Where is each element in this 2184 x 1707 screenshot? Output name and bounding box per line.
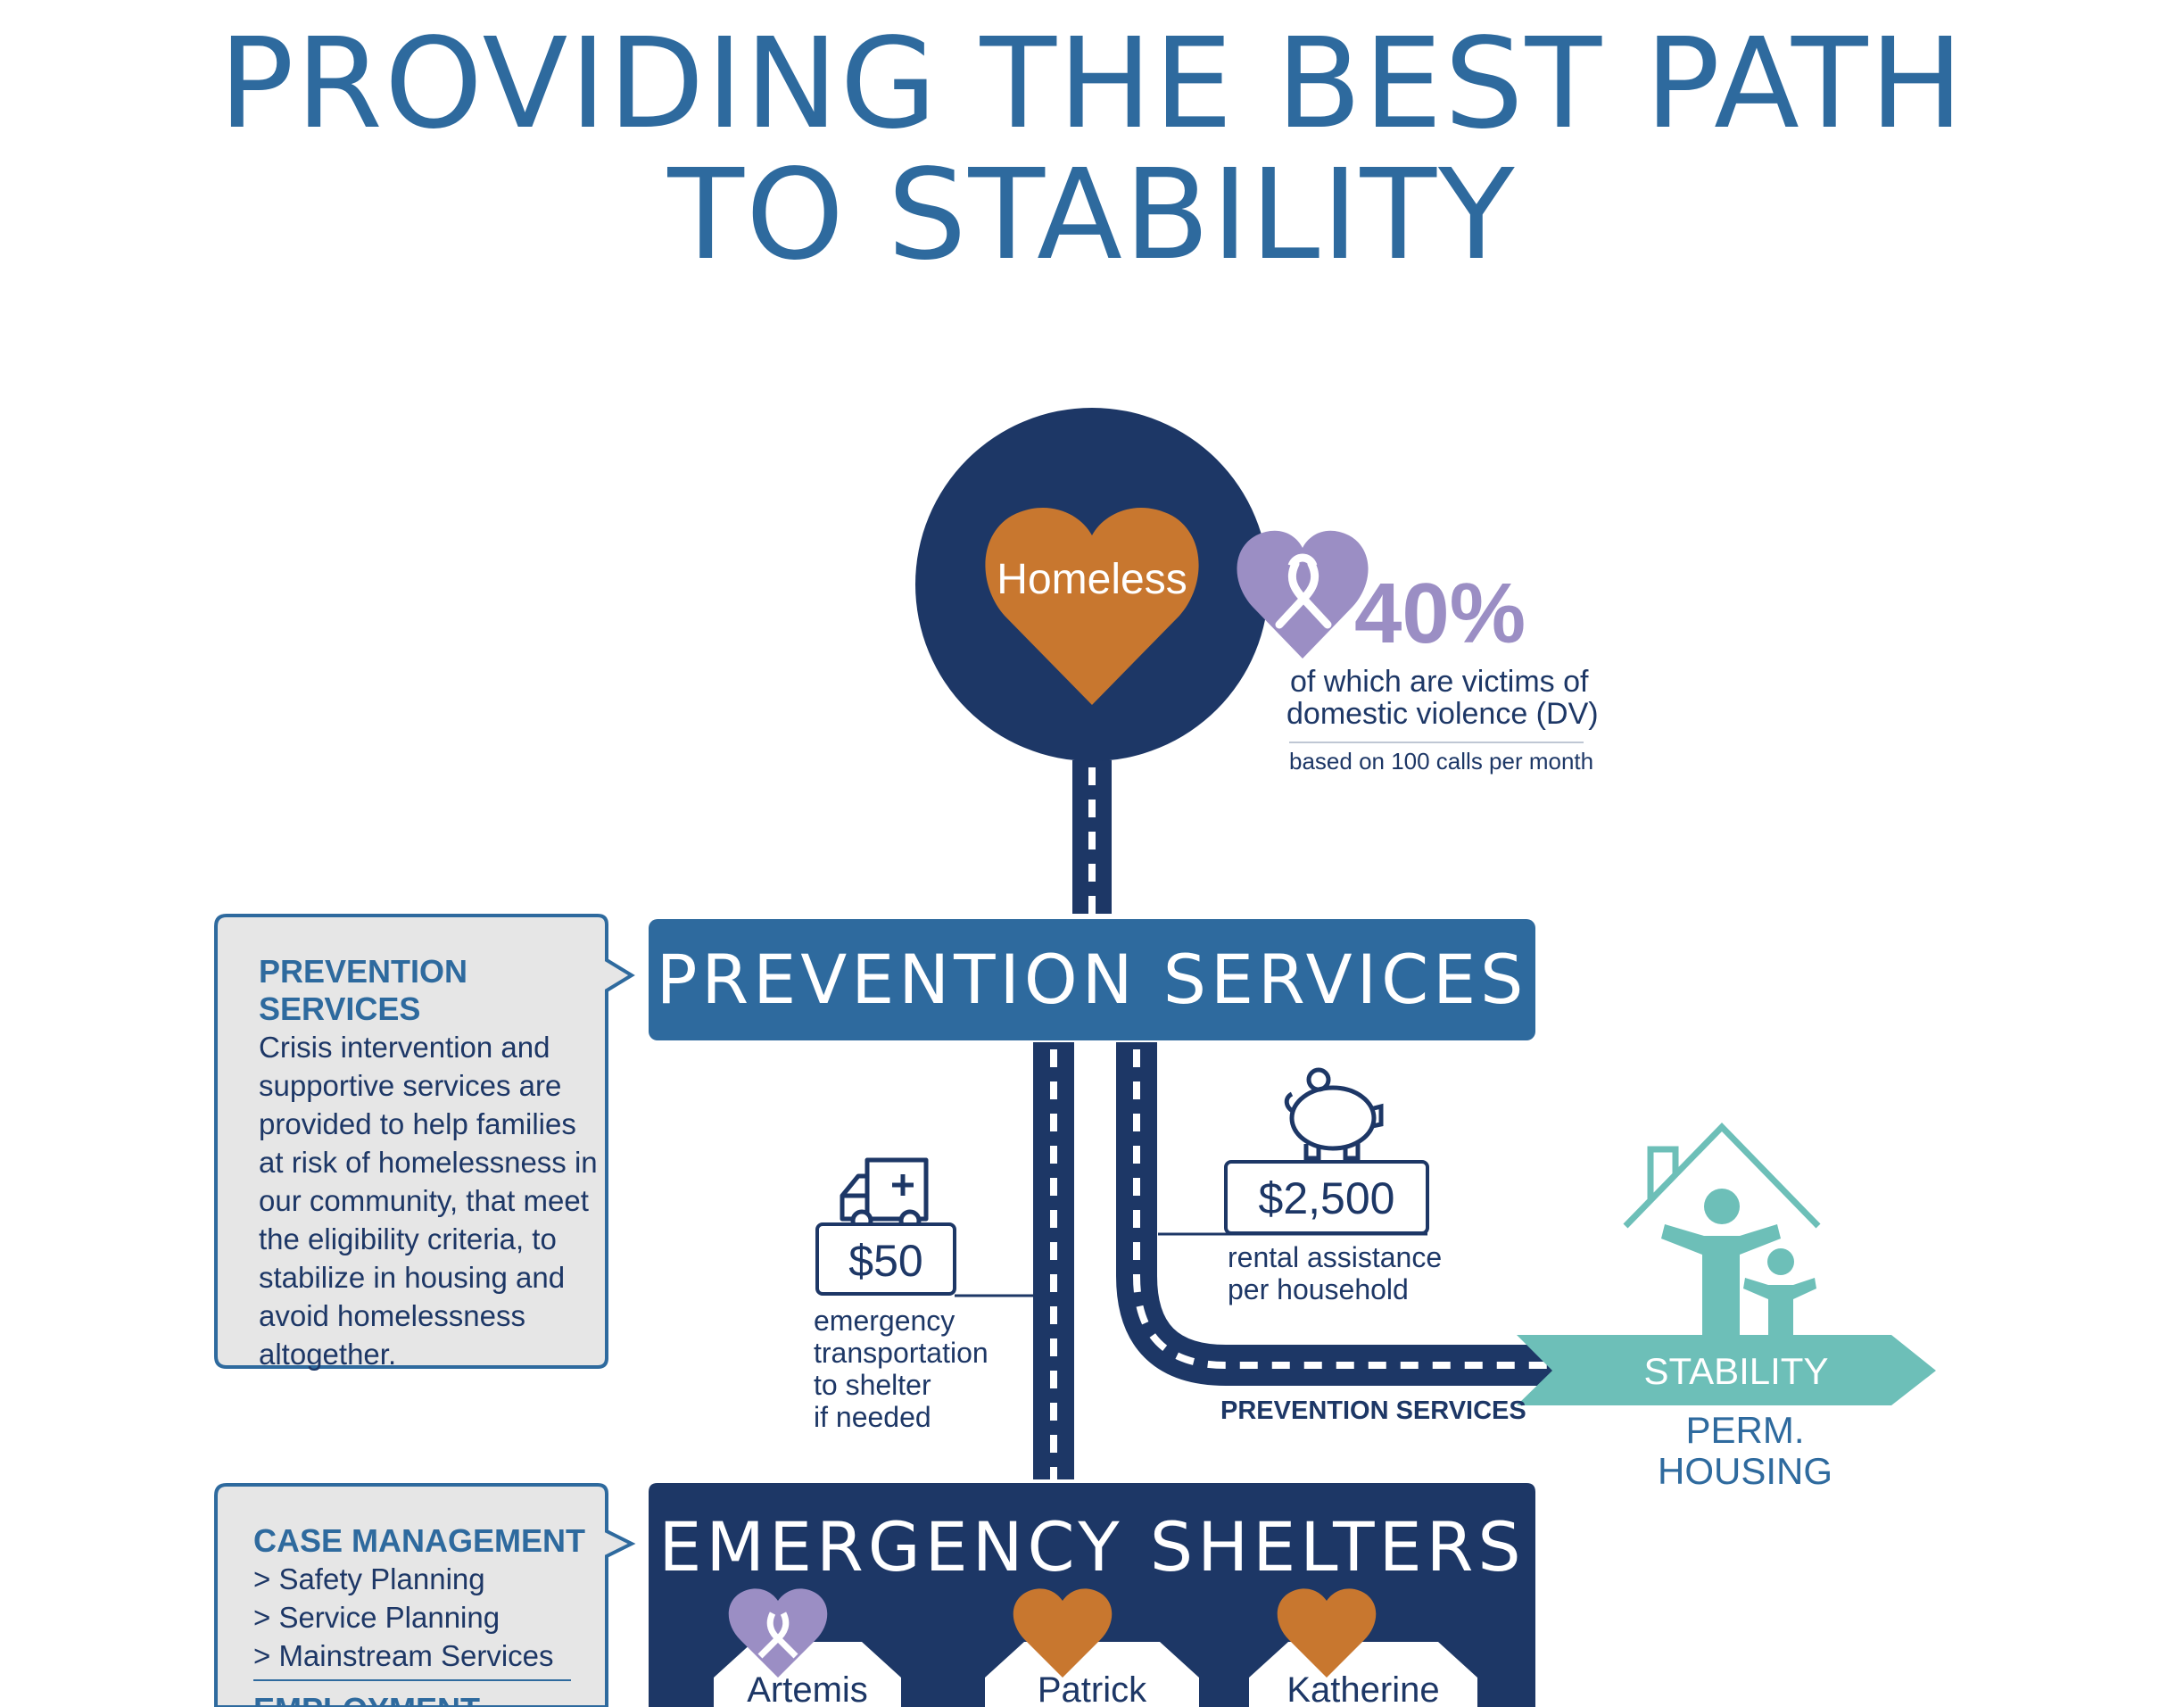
prevention-callout: PREVENTION SERVICES Crisis intervention … [259, 953, 598, 1373]
callout-line: supportive services are [259, 1069, 562, 1102]
case-management-item: > Service Planning [253, 1601, 500, 1634]
prevention-banner-title: PREVENTION SERVICES [656, 940, 1528, 1019]
page-title-line-1: PROVIDING THE BEST PATH [219, 12, 1965, 157]
rental-line: rental assistance [1228, 1241, 1443, 1273]
road-prevention-to-stability [1116, 1042, 1563, 1386]
rental-line: per household [1228, 1273, 1409, 1305]
shelter-name-artemis: Artemis [747, 1670, 868, 1707]
case-management-callout: CASE MANAGEMENT > Safety Planning > Serv… [253, 1522, 592, 1707]
transport-line: to shelter [814, 1369, 931, 1401]
house-family-icon [1623, 1122, 1821, 1229]
shelter-name-patrick: Patrick [1037, 1670, 1147, 1707]
callout-line: Crisis intervention and [259, 1031, 550, 1064]
shelter-house-artemis [714, 1588, 901, 1707]
road-label-prevention: PREVENTION SERVICES [1220, 1396, 1526, 1425]
transport-line: transportation [814, 1337, 989, 1369]
prevention-callout-box [214, 914, 635, 1369]
piggy-bank-icon [1284, 1067, 1384, 1161]
homeless-label: Homeless [997, 556, 1187, 603]
ambulance-icon [840, 1157, 929, 1232]
ribbon-heart-icon [1237, 530, 1369, 659]
case-management-item: > Mainstream Services [253, 1639, 554, 1672]
case-management-item: > Safety Planning [253, 1562, 485, 1595]
transport-description: emergency transportation to shelter if n… [814, 1305, 989, 1433]
road-homeless-to-prevention [1072, 760, 1112, 914]
case-management-heading: CASE MANAGEMENT [253, 1522, 586, 1559]
dv-percent: 40% [1354, 566, 1526, 661]
rental-description: rental assistance per household [1228, 1241, 1442, 1305]
dv-basis-note: based on 100 calls per month [1289, 748, 1594, 775]
transport-line: if needed [814, 1401, 931, 1433]
callout-line: altogether. [259, 1338, 397, 1371]
shelters-banner-title: EMERGENCY SHELTERS [658, 1507, 1526, 1587]
transport-amount-box [815, 1222, 956, 1296]
prevention-callout-text: Crisis intervention and supportive servi… [259, 1028, 598, 1373]
stability-label: STABILITY [1643, 1350, 1829, 1392]
callout-line: avoid homelessness [259, 1299, 525, 1332]
dv-text-line-2: domestic violence (DV) [1286, 697, 1599, 731]
homeless-heart-icon [985, 508, 1199, 705]
prevention-banner [649, 919, 1535, 1040]
shelter-house-patrick [985, 1588, 1199, 1707]
shelter-house-katherine [1249, 1588, 1477, 1707]
prevention-callout-heading: PREVENTION SERVICES [259, 953, 468, 1027]
dv-text-line-1: of which are victims of [1290, 665, 1589, 699]
callout-line: at risk of homelessness in [259, 1146, 598, 1179]
callout-line: our community, that meet [259, 1184, 589, 1217]
employment-support-heading: EMPLOYMENT SUPPORT [253, 1691, 592, 1707]
callout-line: provided to help families [259, 1107, 576, 1140]
transport-amount: $50 [848, 1236, 923, 1286]
callout-line: stabilize in housing and [259, 1261, 566, 1294]
callout-line: the eligibility criteria, to [259, 1222, 557, 1255]
transport-line: emergency [814, 1305, 956, 1337]
rental-amount: $2,500 [1258, 1173, 1395, 1223]
arrow-banner-icon [1517, 1335, 1936, 1405]
case-management-items: > Safety Planning > Service Planning > M… [253, 1560, 592, 1675]
case-management-callout-box [214, 1483, 636, 1707]
road-prevention-to-shelters [1033, 1042, 1074, 1479]
family-figures [1661, 1189, 1816, 1338]
stability-sublabel: PERM. HOUSING [1657, 1409, 1832, 1492]
shelter-name-katherine: Katherine [1286, 1670, 1440, 1707]
page-title-line-2: TO STABILITY [667, 143, 1517, 288]
